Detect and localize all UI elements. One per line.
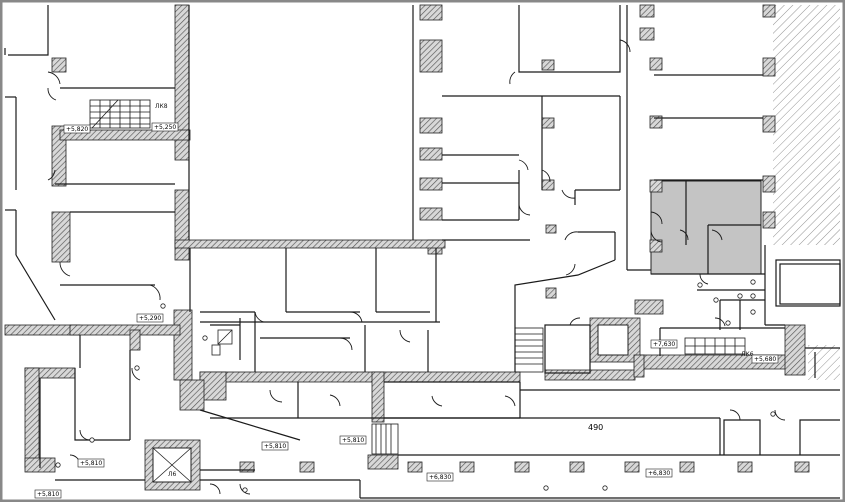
room-number: 490: [588, 423, 603, 432]
stair-label: Л6: [168, 471, 177, 478]
stair-label: ЛК8: [155, 103, 168, 110]
level-tag: +5,820: [66, 126, 88, 133]
level-tag: +6,830: [429, 474, 451, 481]
partitions: [4, 5, 841, 499]
exterior-zone: [773, 5, 840, 245]
level-tag: +5,250: [154, 124, 176, 131]
elevator-shaft: [597, 324, 629, 356]
stair-treads: [89, 99, 746, 455]
stair-label: ЛК6: [741, 351, 754, 358]
exterior-zone-lower: [808, 345, 840, 380]
level-tag: +5,810: [80, 460, 102, 467]
fixtures: [55, 279, 776, 493]
level-tag: +5,810: [37, 491, 59, 498]
highlighted-room: [650, 180, 762, 275]
level-tag: +6,830: [648, 470, 670, 477]
level-tag: +5,290: [139, 315, 161, 322]
level-tags: +5,820 +5,250 +5,290 +7,630 +5,680 +5,81…: [34, 122, 779, 499]
level-tag: +5,680: [754, 356, 776, 363]
level-tag: +5,810: [342, 437, 364, 444]
level-tag: +7,630: [653, 341, 675, 348]
level-tag: +5,810: [264, 443, 286, 450]
